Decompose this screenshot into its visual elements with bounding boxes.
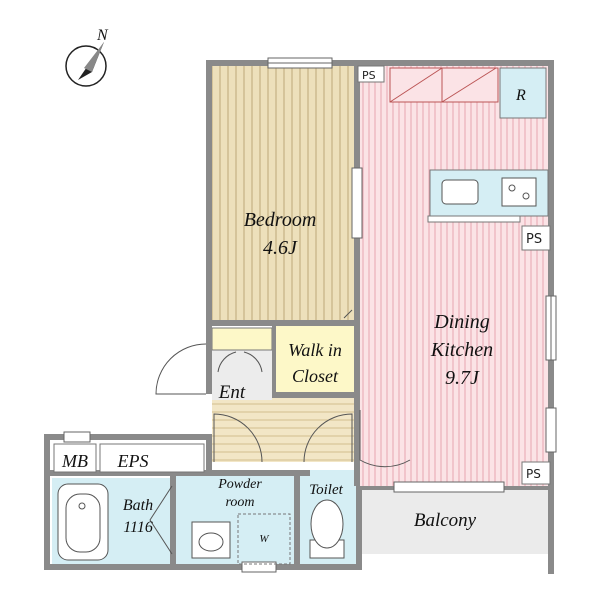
closet-label-line1: Walk in [288, 340, 342, 360]
mb-label: MB [61, 451, 88, 471]
dining-label-line2: Kitchen [430, 339, 493, 361]
pipe-space-label: PS [362, 69, 376, 82]
dining-kitchen-floor [358, 66, 548, 486]
hallway-floor [212, 396, 358, 462]
washer-label: W [259, 533, 269, 545]
stove-icon [501, 177, 537, 207]
pipe-space-top: PS [357, 65, 385, 83]
dining-label-line1: Dining [433, 311, 490, 333]
washbasin-icon [191, 521, 231, 559]
pipe-space-bottom: PS [521, 461, 551, 485]
bath-label: Bath [123, 497, 153, 514]
doors [149, 309, 411, 555]
sink-icon [441, 179, 479, 205]
bedroom-label: Bedroom [244, 209, 317, 231]
pipe-space-label: PS [526, 232, 542, 247]
powder-room-label-line1: Powder [217, 477, 262, 492]
entrance-label: Ent [218, 382, 246, 403]
pipe-space-label: PS [526, 467, 541, 481]
mb-box [53, 443, 97, 473]
balcony-floor [362, 490, 548, 554]
shoe-cabinet [211, 327, 273, 351]
eps-box [99, 443, 205, 473]
closet-floor [276, 326, 354, 396]
bath-size: 1116 [123, 519, 153, 536]
toilet-label: Toilet [309, 482, 343, 498]
balcony-label: Balcony [414, 510, 477, 531]
closet-label-line2: Closet [292, 366, 339, 386]
entrance-floor [212, 350, 272, 400]
windows [63, 57, 557, 573]
powder-room-label-line2: room [225, 495, 254, 510]
toilet-bowl-icon [309, 499, 345, 559]
kitchen-cabinets [389, 67, 499, 103]
washer-space [237, 513, 291, 565]
bathtub-icon [57, 483, 109, 561]
eps-label: EPS [117, 451, 149, 471]
dining-size: 9.7J [445, 367, 480, 389]
bedroom-size: 4.6J [263, 237, 298, 259]
kitchen-counter [427, 169, 549, 223]
bedroom-floor [212, 66, 356, 326]
pipe-space-middle: PS [521, 225, 551, 251]
north-label: N [96, 27, 109, 44]
refrigerator-space [499, 67, 547, 119]
refrigerator-label: R [515, 87, 526, 104]
north-compass-icon: N [65, 27, 109, 87]
